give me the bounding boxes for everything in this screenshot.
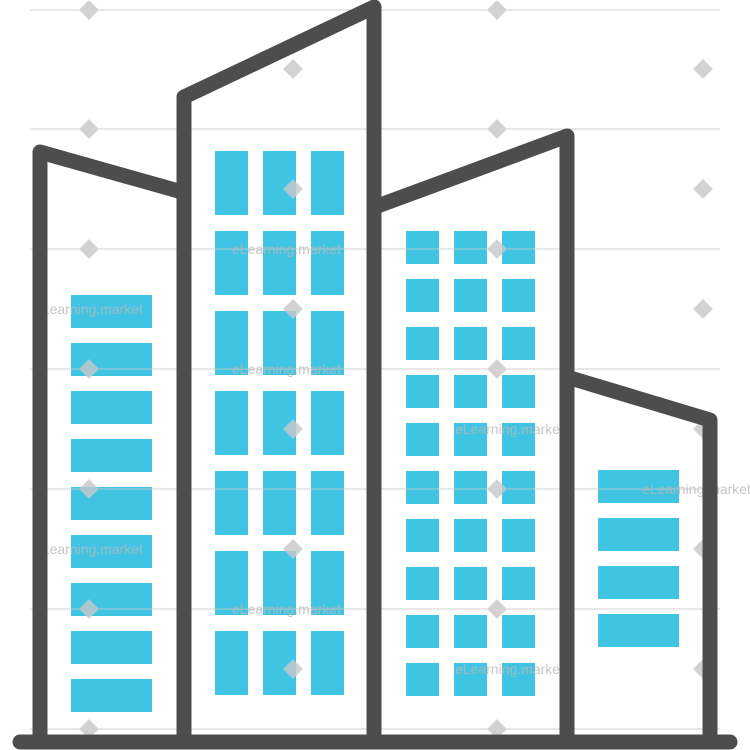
- building-3-window: [406, 231, 439, 264]
- building-3-window: [406, 471, 439, 504]
- building-4-outline: [559, 369, 718, 750]
- building-2-window: [263, 551, 296, 615]
- watermark-text: eLearning.market: [232, 361, 341, 377]
- building-3-window: [454, 567, 487, 600]
- building-3-window: [406, 279, 439, 312]
- building-2-window: [311, 231, 344, 295]
- building-1-window: [71, 535, 152, 568]
- building-2-window: [215, 471, 248, 535]
- building-3-window: [406, 615, 439, 648]
- building-1-window: [71, 439, 152, 472]
- building-3-window: [454, 519, 487, 552]
- watermark-diamond-icon: [487, 119, 507, 139]
- building-2-window: [215, 551, 248, 615]
- building-3-window: [502, 663, 535, 696]
- watermark-text: eLearning.market: [642, 481, 750, 497]
- building-outlines-layer: [12, 0, 738, 750]
- watermark-diamond-icon: [79, 0, 99, 20]
- building-2-window: [311, 391, 344, 455]
- building-1-window: [71, 679, 152, 712]
- building-3-outline: [367, 128, 575, 750]
- building-2-window: [263, 311, 296, 375]
- building-3-window: [454, 231, 487, 264]
- building-2-window: [311, 631, 344, 695]
- watermark-diamond-icon: [283, 539, 303, 559]
- watermark-diamond-icon: [693, 179, 713, 199]
- building-2-outline: [176, 0, 382, 750]
- building-3-window: [454, 279, 487, 312]
- watermark-diamond-icon: [79, 119, 99, 139]
- watermark-diamond-icon: [487, 359, 507, 379]
- watermark-diamond-icon: [693, 59, 713, 79]
- building-3-window: [454, 615, 487, 648]
- building-3-window: [502, 471, 535, 504]
- building-3-window: [502, 375, 535, 408]
- building-2-window: [215, 391, 248, 455]
- building-3-window: [406, 567, 439, 600]
- building-3-window: [406, 663, 439, 696]
- building-3-window: [502, 231, 535, 264]
- building-3-window: [454, 327, 487, 360]
- watermark-text: eLearning.market: [34, 301, 143, 317]
- building-1-window: [71, 295, 152, 328]
- building-3-window: [502, 519, 535, 552]
- building-4-window: [598, 518, 679, 551]
- building-2-window: [311, 551, 344, 615]
- building-1-window: [71, 391, 152, 424]
- building-2-window: [311, 151, 344, 215]
- building-2-window: [263, 231, 296, 295]
- windows-layer: [71, 151, 679, 712]
- building-3-window: [406, 519, 439, 552]
- building-2-window: [215, 631, 248, 695]
- watermark-diamond-icon: [693, 299, 713, 319]
- watermark-diamond-icon: [79, 479, 99, 499]
- building-2-window: [215, 311, 248, 375]
- watermark-diamond-icon: [487, 239, 507, 259]
- watermark-text: eLearning.market: [455, 661, 564, 677]
- building-2-window: [311, 471, 344, 535]
- building-1-window: [71, 631, 152, 664]
- building-2-window: [311, 311, 344, 375]
- watermark-text: eLearning.market: [34, 541, 143, 557]
- watermark-text: eLearning.market: [232, 601, 341, 617]
- building-4-window: [598, 614, 679, 647]
- building-3-window: [406, 423, 439, 456]
- building-1-outline: [32, 144, 190, 750]
- building-3-window: [454, 471, 487, 504]
- watermark-diamond-icon: [487, 479, 507, 499]
- building-3-window: [502, 423, 535, 456]
- building-3-window: [406, 327, 439, 360]
- building-3-window: [454, 663, 487, 696]
- building-3-window: [502, 327, 535, 360]
- watermark-diamond-icon: [283, 59, 303, 79]
- watermark-diamond-icon: [79, 359, 99, 379]
- watermark-diamond-icon: [283, 659, 303, 679]
- building-2-window: [215, 151, 248, 215]
- watermark-diamond-icon: [487, 599, 507, 619]
- building-3-window: [454, 375, 487, 408]
- watermark-text: eLearning.market: [232, 241, 341, 257]
- building-2-window: [215, 231, 248, 295]
- building-3-window: [502, 567, 535, 600]
- building-3-window: [406, 375, 439, 408]
- building-3-window: [454, 423, 487, 456]
- building-3-window: [502, 279, 535, 312]
- building-4-window: [598, 566, 679, 599]
- watermark-diamond-icon: [283, 179, 303, 199]
- building-4-window: [598, 470, 679, 503]
- watermark-diamond-icon: [79, 239, 99, 259]
- watermark-diamond-icon: [487, 719, 507, 739]
- building-3-window: [502, 615, 535, 648]
- watermark-text: eLearning.market: [455, 421, 564, 437]
- building-2-window: [263, 471, 296, 535]
- watermark-diamond-icon: [283, 299, 303, 319]
- watermark-diamond-icon: [283, 419, 303, 439]
- watermark-diamond-icon: [487, 0, 507, 20]
